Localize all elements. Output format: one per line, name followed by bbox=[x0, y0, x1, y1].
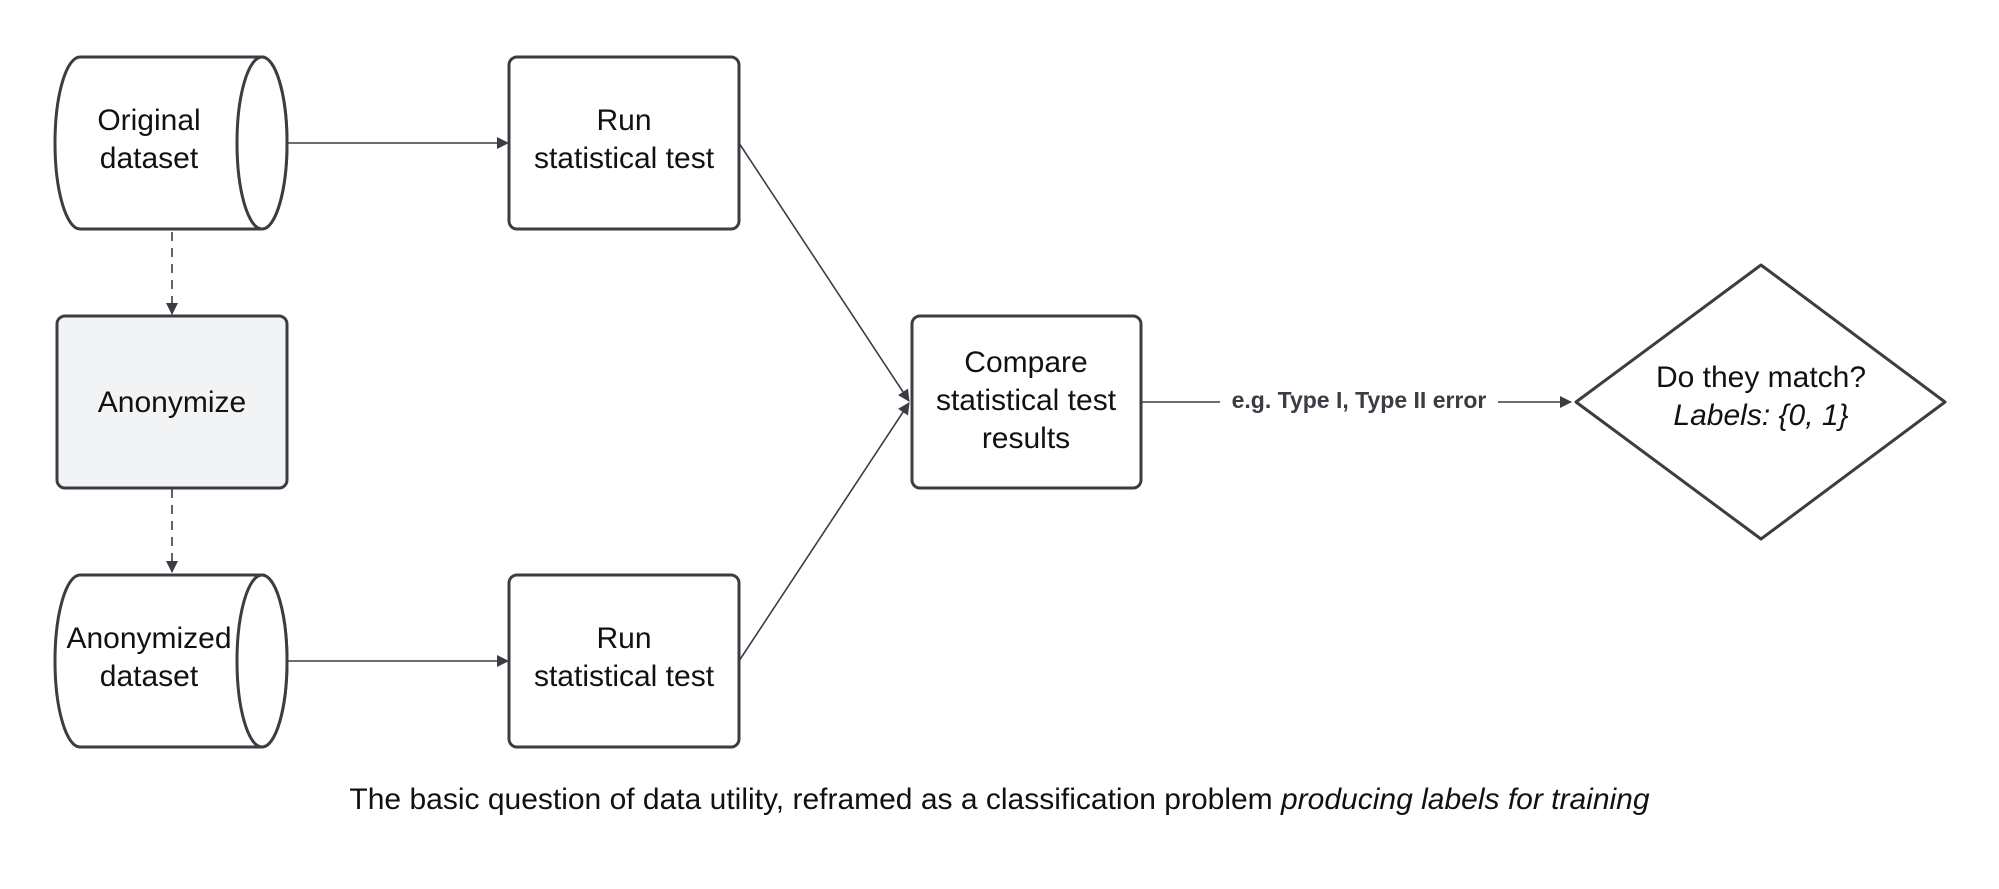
anonymized-dataset-cylinder: Anonymized dataset bbox=[53, 573, 289, 749]
anonymize-box: Anonymize bbox=[55, 314, 289, 490]
original-dataset-label-line2: dataset bbox=[100, 142, 199, 175]
run-test-bottom-box: Run statistical test bbox=[507, 573, 741, 749]
run-test-bottom-label-line2: statistical test bbox=[534, 660, 715, 693]
compare-label-line3: results bbox=[982, 422, 1070, 455]
edge-label-error-types: e.g. Type I, Type II error bbox=[1232, 387, 1487, 413]
anonymized-dataset-label-line1: Anonymized bbox=[66, 622, 231, 655]
figure-caption: The basic question of data utility, refr… bbox=[0, 783, 1999, 817]
decision-diamond: Do they match? Labels: {0, 1} bbox=[1574, 263, 1947, 541]
compare-label-line2: statistical test bbox=[936, 384, 1117, 417]
original-dataset-label-line1: Original bbox=[97, 104, 200, 137]
caption-main-text: The basic question of data utility, refr… bbox=[349, 783, 1273, 816]
anonymize-label: Anonymize bbox=[98, 386, 246, 419]
decision-label-line1: Do they match? bbox=[1656, 361, 1866, 394]
run-test-bottom-label-line1: Run bbox=[596, 622, 651, 655]
edge-run-bottom-to-compare bbox=[738, 402, 910, 662]
original-dataset-cylinder: Original dataset bbox=[53, 55, 289, 231]
anonymized-dataset-label-line2: dataset bbox=[100, 660, 199, 693]
compare-results-box: Compare statistical test results bbox=[910, 314, 1143, 490]
run-test-top-label-line2: statistical test bbox=[534, 142, 715, 175]
caption-emphasis-text: producing labels for training bbox=[1281, 783, 1650, 816]
decision-label-line2: Labels: {0, 1} bbox=[1673, 399, 1848, 432]
compare-label-line1: Compare bbox=[964, 346, 1087, 379]
run-test-top-label-line1: Run bbox=[596, 104, 651, 137]
run-test-top-box: Run statistical test bbox=[507, 55, 741, 231]
edge-run-top-to-compare bbox=[738, 142, 910, 402]
